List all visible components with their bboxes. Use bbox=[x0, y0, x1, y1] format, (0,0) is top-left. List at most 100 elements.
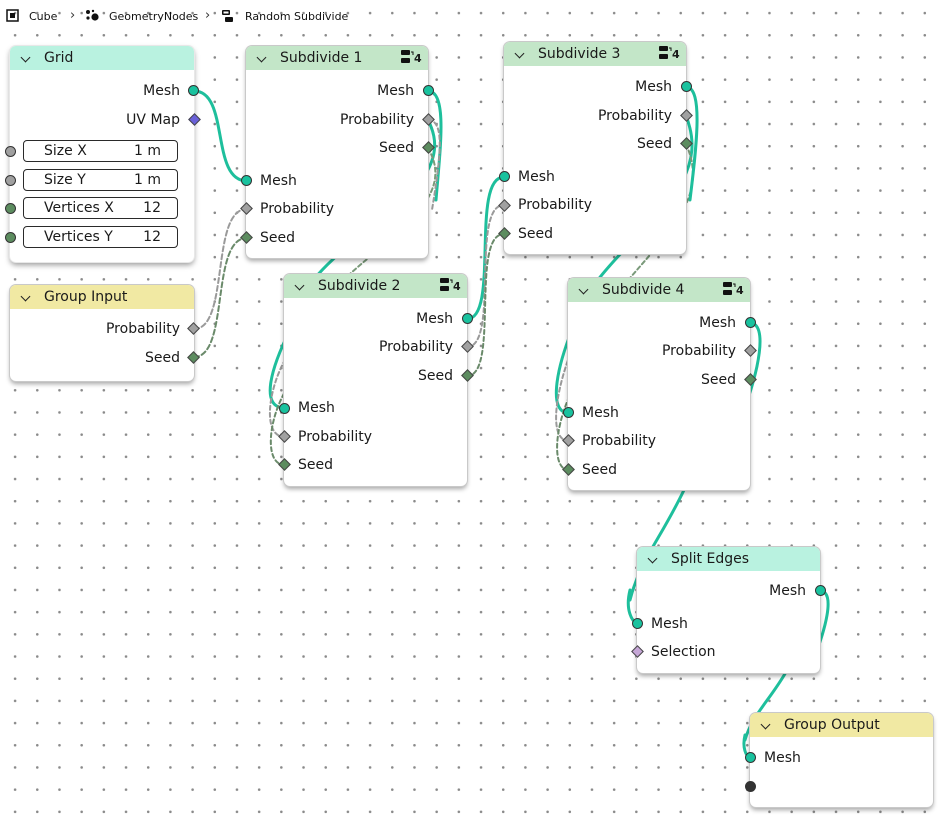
field-value: 1 m bbox=[134, 143, 161, 159]
size-y-field[interactable]: Size Y 1 m bbox=[23, 169, 178, 191]
socket-label: Probability bbox=[298, 429, 373, 445]
socket-label: Mesh bbox=[769, 583, 806, 599]
subdivide-1-mesh-output-socket[interactable] bbox=[423, 85, 434, 96]
grid-size-x-input-socket[interactable] bbox=[5, 146, 16, 157]
socket-label: Mesh bbox=[635, 79, 672, 95]
socket-label: Seed bbox=[418, 368, 453, 384]
node-title: Split Edges bbox=[671, 551, 750, 567]
subdivide-4-node[interactable]: Subdivide 4 4 Mesh Probability Seed Mesh… bbox=[568, 278, 750, 490]
subdivide-1-node[interactable]: Subdivide 1 4 Mesh Probability Seed Mesh… bbox=[246, 46, 428, 258]
field-label: Vertices X bbox=[44, 200, 114, 216]
grid-mesh-output-socket[interactable] bbox=[188, 85, 199, 96]
group-output-node[interactable]: Group Output Mesh bbox=[750, 713, 933, 807]
output-socket-row: Mesh bbox=[504, 76, 686, 98]
grid-vertices-y-input-socket[interactable] bbox=[5, 232, 16, 243]
output-socket-row: Seed bbox=[10, 347, 194, 369]
socket-label: Seed bbox=[701, 372, 736, 388]
input-socket-row: Probability bbox=[504, 194, 686, 216]
node-tree-icon bbox=[222, 10, 233, 22]
group-output-empty-socket[interactable] bbox=[745, 781, 756, 792]
socket-label: Seed bbox=[582, 462, 617, 478]
node-header[interactable]: Split Edges bbox=[637, 547, 820, 571]
node-group-icon[interactable]: 4 bbox=[439, 277, 461, 295]
chevron-right-icon: › bbox=[70, 8, 76, 23]
collapse-chevron-icon[interactable] bbox=[20, 291, 31, 302]
input-socket-row: Mesh bbox=[504, 166, 686, 188]
subdivide-4-mesh-input-socket[interactable] bbox=[563, 407, 574, 418]
output-socket-row: Seed bbox=[284, 365, 467, 387]
split-edges-mesh-output-socket[interactable] bbox=[815, 585, 826, 596]
socket-label: Mesh bbox=[143, 83, 180, 99]
collapse-chevron-icon[interactable] bbox=[578, 284, 589, 295]
grid-vertices-x-input-socket[interactable] bbox=[5, 203, 16, 214]
split-edges-mesh-input-socket[interactable] bbox=[632, 618, 643, 629]
socket-label: Mesh bbox=[416, 311, 453, 327]
vertices-y-field[interactable]: Vertices Y 12 bbox=[23, 226, 178, 248]
node-group-icon[interactable]: 4 bbox=[722, 281, 744, 299]
group-input-node[interactable]: Group Input Probability Seed bbox=[10, 285, 194, 381]
node-header[interactable]: Group Output bbox=[750, 713, 933, 737]
subdivide-3-mesh-output-socket[interactable] bbox=[681, 81, 692, 92]
mesh-object-icon bbox=[6, 9, 19, 22]
socket-label: Selection bbox=[651, 644, 716, 660]
node-header[interactable]: Subdivide 1 4 bbox=[246, 46, 428, 70]
output-socket-row: Mesh bbox=[284, 308, 467, 330]
breadcrumb-node-group[interactable]: Random Subdivide bbox=[245, 10, 349, 23]
node-header[interactable]: Subdivide 3 4 bbox=[504, 42, 686, 66]
node-title: Subdivide 3 bbox=[538, 46, 621, 62]
socket-label: Probability bbox=[582, 433, 657, 449]
node-group-icon[interactable]: 4 bbox=[658, 45, 680, 63]
collapse-chevron-icon[interactable] bbox=[514, 48, 525, 59]
grid-node[interactable]: Grid Mesh UV Map Size X 1 m Size Y 1 m V… bbox=[10, 46, 194, 262]
grid-size-y-input-socket[interactable] bbox=[5, 175, 16, 186]
node-header[interactable]: Subdivide 4 4 bbox=[568, 278, 750, 302]
socket-label: Mesh bbox=[298, 400, 335, 416]
node-title: Group Output bbox=[784, 717, 880, 733]
node-user-count: 4 bbox=[736, 284, 744, 297]
size-x-field[interactable]: Size X 1 m bbox=[23, 140, 178, 162]
node-header[interactable]: Group Input bbox=[10, 285, 194, 309]
breadcrumb-object[interactable]: Cube bbox=[29, 10, 58, 23]
node-user-count: 4 bbox=[414, 52, 422, 65]
subdivide-3-node[interactable]: Subdivide 3 4 Mesh Probability Seed Mesh… bbox=[504, 42, 686, 254]
output-socket-row: Probability bbox=[504, 105, 686, 127]
node-user-count: 4 bbox=[672, 48, 680, 61]
collapse-chevron-icon[interactable] bbox=[20, 52, 31, 63]
subdivide-2-node[interactable]: Subdivide 2 4 Mesh Probability Seed Mesh… bbox=[284, 274, 467, 486]
node-title: Subdivide 1 bbox=[280, 50, 363, 66]
socket-label: Seed bbox=[637, 136, 672, 152]
socket-label: Probability bbox=[260, 201, 335, 217]
input-socket-row: Probability bbox=[246, 198, 428, 220]
group-output-mesh-input-socket[interactable] bbox=[745, 752, 756, 763]
socket-label: Mesh bbox=[764, 750, 801, 766]
vertices-x-field[interactable]: Vertices X 12 bbox=[23, 197, 178, 219]
collapse-chevron-icon[interactable] bbox=[294, 280, 305, 291]
output-socket-row: Seed bbox=[568, 369, 750, 391]
node-header[interactable]: Subdivide 2 4 bbox=[284, 274, 467, 298]
subdivide-4-mesh-output-socket[interactable] bbox=[745, 317, 756, 328]
collapse-chevron-icon[interactable] bbox=[647, 553, 658, 564]
node-user-count: 4 bbox=[453, 280, 461, 293]
subdivide-1-mesh-input-socket[interactable] bbox=[241, 175, 252, 186]
field-label: Size X bbox=[44, 143, 87, 159]
output-socket-row: Mesh bbox=[637, 580, 820, 602]
input-socket-row: Seed bbox=[246, 227, 428, 249]
socket-label: Seed bbox=[518, 226, 553, 242]
node-group-icon[interactable]: 4 bbox=[400, 49, 422, 67]
subdivide-3-mesh-input-socket[interactable] bbox=[499, 171, 510, 182]
output-socket-row: Seed bbox=[504, 133, 686, 155]
subdivide-2-mesh-input-socket[interactable] bbox=[279, 403, 290, 414]
collapse-chevron-icon[interactable] bbox=[760, 719, 771, 730]
subdivide-2-mesh-output-socket[interactable] bbox=[462, 313, 473, 324]
split-edges-node[interactable]: Split Edges Mesh Mesh Selection bbox=[637, 547, 820, 673]
collapse-chevron-icon[interactable] bbox=[256, 52, 267, 63]
socket-label: Seed bbox=[145, 350, 180, 366]
chevron-right-icon: › bbox=[205, 8, 211, 23]
breadcrumb: Cube › GeometryNodes › Random Subdivide bbox=[0, 0, 942, 34]
node-header[interactable]: Grid bbox=[10, 46, 194, 70]
socket-label: Probability bbox=[339, 112, 414, 128]
input-socket-row: Seed bbox=[284, 454, 467, 476]
node-title: Group Input bbox=[44, 289, 128, 305]
breadcrumb-modifier[interactable]: GeometryNodes bbox=[109, 10, 199, 23]
output-socket-row: Probability bbox=[10, 318, 194, 340]
